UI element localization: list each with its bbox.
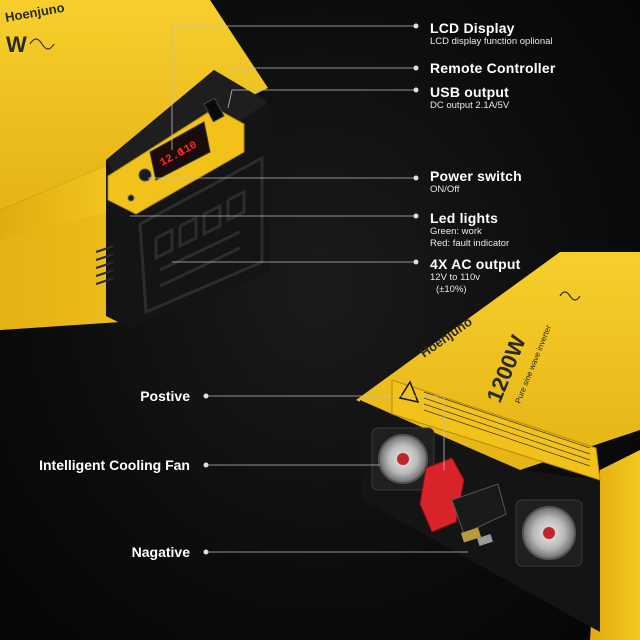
lower-inverter-unit: Hoenjuno 1200W Pure sine wave inverter — [356, 252, 640, 640]
callout-ac-output: 4X AC output 12V to 110v (±10%) — [430, 256, 521, 296]
callout-detail: 12V to 110v — [430, 272, 481, 283]
callout-title: Power switch — [430, 168, 522, 184]
callout-detail: LCD display function oplional — [430, 36, 553, 47]
callout-detail: DC output 2.1A/5V — [430, 100, 510, 111]
callout-detail: (±10%) — [436, 284, 467, 295]
cooling-fan-left — [371, 427, 435, 491]
power-switch — [138, 168, 152, 182]
positive-terminal — [419, 457, 465, 533]
callout-title: 4X AC output — [430, 256, 521, 272]
leader-markers — [203, 23, 419, 555]
callout-led-lights: Led lights Green: work Red: fault indica… — [430, 210, 509, 250]
model-text-upper: W — [6, 32, 27, 57]
callout-remote-controller: Remote Controller — [430, 60, 556, 76]
sine-wave-icon-lower — [559, 291, 581, 301]
callout-negative: Nagative — [131, 544, 190, 560]
vent-grill — [95, 245, 115, 285]
usb-port — [203, 97, 225, 123]
callout-detail: Green: work — [430, 226, 482, 237]
callout-title: USB output — [430, 84, 509, 100]
callout-title: Led lights — [430, 210, 499, 226]
led-light — [127, 194, 135, 202]
warning-triangle-icon — [398, 380, 420, 404]
negative-terminal — [451, 483, 507, 535]
callout-title: LCD Display — [430, 20, 515, 36]
cooling-fan-right — [515, 499, 583, 567]
callout-title: Remote Controller — [430, 60, 556, 76]
callout-lcd-display: LCD Display LCD display function opliona… — [430, 20, 553, 48]
callout-power-switch: Power switch ON/Off — [430, 168, 522, 196]
sine-wave-icon — [29, 38, 55, 50]
callout-usb-output: USB output DC output 2.1A/5V — [430, 84, 509, 112]
leader-lines — [130, 25, 468, 553]
callout-detail: ON/Off — [430, 184, 460, 195]
lcd-display: 12.0 110 — [149, 121, 211, 181]
callout-detail: Red: fault indicator — [430, 238, 510, 249]
upper-inverter-unit: 12.0 110 Hoenjuno W — [0, 0, 270, 330]
callout-positive: Postive — [140, 388, 190, 404]
callout-cooling-fan: Intelligent Cooling Fan — [39, 457, 190, 473]
